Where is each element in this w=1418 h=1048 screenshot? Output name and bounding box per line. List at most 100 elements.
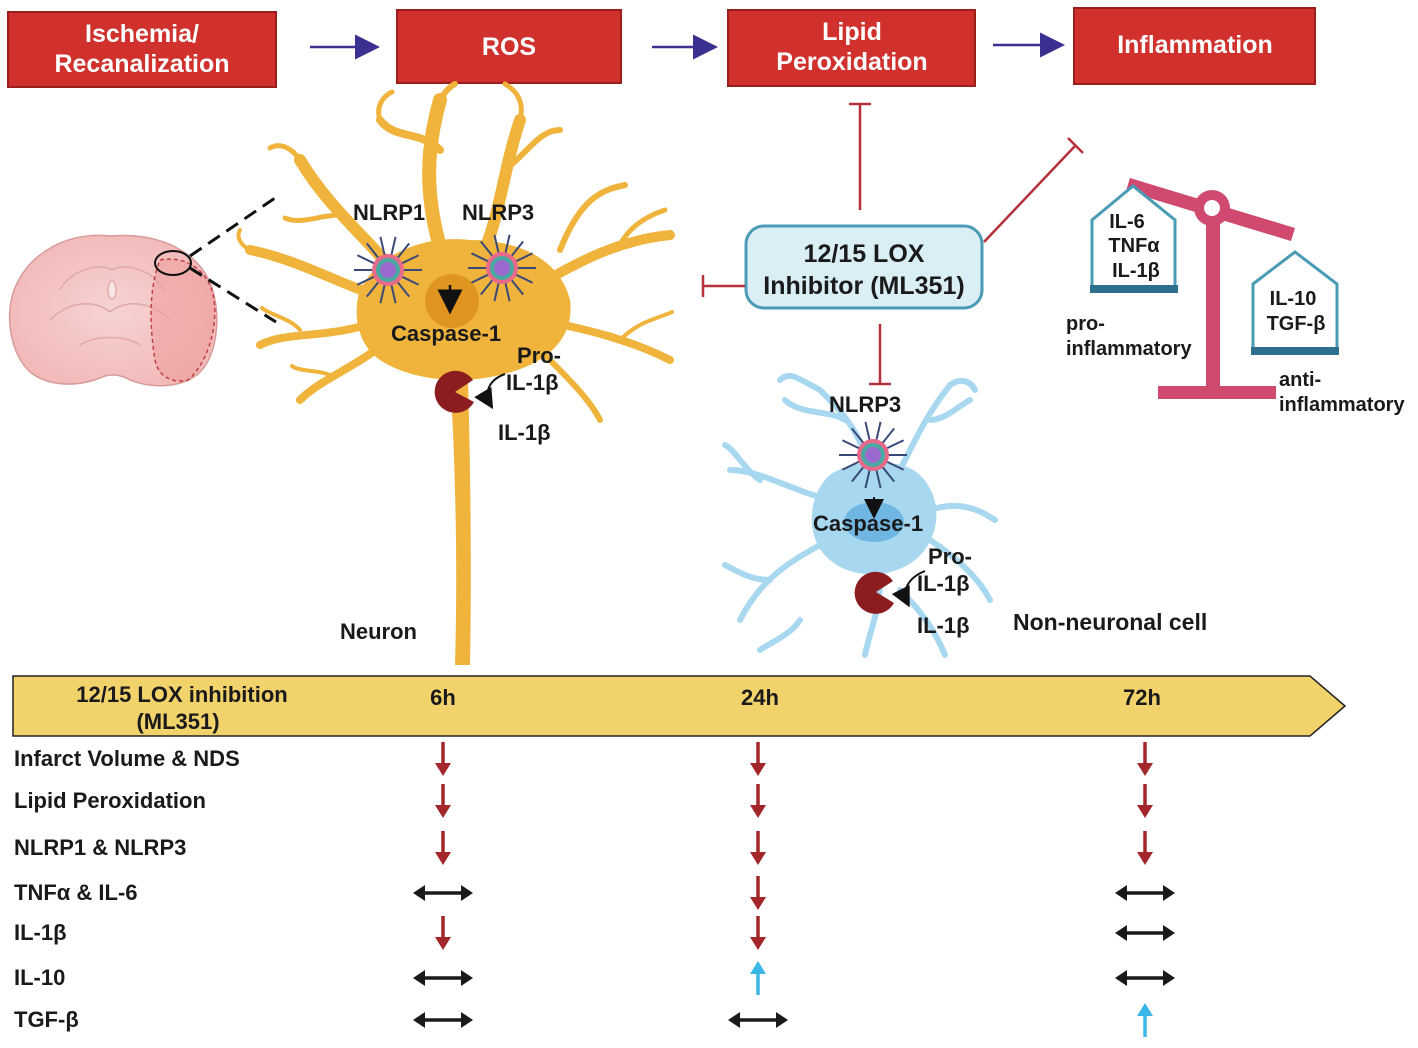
effect-down-arrow-icon: [1137, 784, 1153, 818]
inhibitor-label-line2: Inhibitor (ML351): [763, 272, 964, 300]
non-neuronal-label: Non-neuronal cell: [1013, 609, 1207, 635]
timeline-row: IL-10: [14, 961, 1175, 995]
effect-no-change-arrow-icon: [1115, 885, 1175, 901]
timeline-banner-label: (ML351): [136, 709, 219, 734]
nlrp3-inflammasome-icon: [468, 234, 536, 302]
effect-down-arrow-icon: [435, 784, 451, 818]
infarct-region: [150, 258, 216, 382]
timeline-row: TGF-β: [14, 1003, 1153, 1037]
timeline-row-label: IL-10: [14, 965, 65, 990]
effect-no-change-arrow-icon: [413, 1012, 473, 1028]
svg-text:ROS: ROS: [482, 33, 536, 61]
neuron-axon: [450, 380, 471, 665]
anti-inflammatory-label: inflammatory: [1279, 394, 1405, 416]
pro-inflammatory-weight: IL-6 TNFα IL-1β: [1090, 184, 1178, 293]
svg-text:Lipid: Lipid: [822, 18, 882, 46]
timeline-row-label: TGF-β: [14, 1007, 79, 1032]
effect-down-arrow-icon: [750, 742, 766, 776]
neuron-caspase-label: Caspase-1: [391, 321, 501, 346]
inhibitor: 12/15 LOX Inhibitor (ML351): [701, 102, 1084, 386]
nlrp3-inflammasome-icon: [839, 421, 907, 489]
timeline-row-label: IL-1β: [14, 920, 67, 945]
step-label: Lipid: [822, 18, 882, 46]
effect-up-arrow-icon: [1137, 1003, 1153, 1037]
caspase-pacman-icon: [434, 370, 474, 413]
non-neuronal-nlrp3-label: NLRP3: [829, 392, 901, 417]
anti-cytokine: TGF-β: [1267, 313, 1326, 335]
effect-down-arrow-icon: [435, 742, 451, 776]
effect-no-change-arrow-icon: [1115, 970, 1175, 986]
non-neuronal-il1b-label: IL-1β: [917, 613, 970, 638]
timeline-row-label: Lipid Peroxidation: [14, 788, 206, 813]
effect-no-change-arrow-icon: [413, 885, 473, 901]
step-label: Ischemia/: [85, 20, 199, 48]
step-label: Peroxidation: [776, 48, 927, 76]
timeline-row: TNFα & IL-6: [14, 876, 1175, 910]
effect-down-arrow-icon: [435, 831, 451, 865]
pro-cytokine: TNFα: [1108, 235, 1160, 257]
timeline-row-label: NLRP1 & NLRP3: [14, 835, 186, 860]
timeline-row-label: Infarct Volume & NDS: [14, 746, 240, 771]
timeline-banner-label: 12/15 LOX inhibition: [76, 682, 287, 707]
timeline-row: Infarct Volume & NDS: [14, 742, 1153, 776]
effect-no-change-arrow-icon: [1115, 925, 1175, 941]
effect-down-arrow-icon: [750, 916, 766, 950]
effect-no-change-arrow-icon: [413, 970, 473, 986]
neuron-label: Neuron: [340, 619, 417, 644]
neuron-il1b-label: IL-1β: [498, 420, 551, 445]
timeline-row: NLRP1 & NLRP3: [14, 831, 1153, 865]
timeline-banner: [12, 675, 1347, 737]
nlrp1-inflammasome-icon: [354, 236, 422, 304]
step-label: Inflammation: [1117, 31, 1273, 59]
neuron-cell: NLRP1 NLRP3 Caspase-1 Pro- IL-1β IL-1β N…: [236, 81, 675, 665]
timeline-row-label: TNFα & IL-6: [14, 880, 138, 905]
neuron-nlrp1-label: NLRP1: [353, 200, 425, 225]
effect-no-change-arrow-icon: [728, 1012, 788, 1028]
cytokine-balance: IL-6 TNFα IL-1β IL-10 TGF-β pro- inflamm…: [1066, 178, 1405, 416]
caspase-pacman-icon: [854, 571, 894, 614]
zoom-region-marker: [154, 250, 192, 276]
inhibitor-label-line1: 12/15 LOX: [804, 240, 925, 268]
step-label: ROS: [482, 33, 536, 61]
effect-up-arrow-icon: [750, 961, 766, 995]
non-neuronal-caspase-label: Caspase-1: [813, 511, 923, 536]
effect-down-arrow-icon: [1137, 742, 1153, 776]
inhibitor-box: [744, 224, 984, 310]
pathway-step-inflammation: Inflammation: [1073, 7, 1316, 85]
neuron-nlrp3-label: NLRP3: [462, 200, 534, 225]
effect-down-arrow-icon: [1137, 831, 1153, 865]
pro-inflammatory-label: pro-: [1066, 313, 1105, 335]
pathway-step-ischemia: Ischemia/ Recanalization: [7, 11, 277, 88]
pathway-step-lipid-peroxidation: Lipid Peroxidation: [727, 9, 976, 87]
svg-text:Ischemia/: Ischemia/: [85, 20, 199, 48]
non-neuronal-pro-il-label: IL-1β: [917, 571, 970, 596]
timepoint-6h: 6h: [430, 685, 456, 710]
pathway: Ischemia/ Recanalization ROS Lipid Perox…: [7, 7, 1316, 88]
non-neuronal-cell: NLRP3 Caspase-1 Pro- IL-1β IL-1β Non-neu…: [722, 372, 1207, 658]
effect-down-arrow-icon: [750, 876, 766, 910]
pro-inflammatory-label: inflammatory: [1066, 338, 1192, 360]
anti-cytokine: IL-10: [1270, 288, 1317, 310]
timepoint-24h: 24h: [741, 685, 779, 710]
anti-inflammatory-weight: IL-10 TGF-β: [1251, 250, 1339, 355]
pathway-step-ros: ROS: [396, 9, 622, 84]
timeline: 12/15 LOX inhibition (ML351) 6h 24h 72h …: [12, 675, 1347, 1037]
anti-inflammatory-label: anti-: [1279, 369, 1321, 391]
svg-text:Inflammation: Inflammation: [1117, 31, 1273, 59]
pro-cytokine: IL-1β: [1112, 260, 1160, 282]
effect-down-arrow-icon: [750, 784, 766, 818]
timeline-row: IL-1β: [14, 916, 1175, 950]
neuron-pro-label: Pro-: [517, 343, 561, 368]
effect-down-arrow-icon: [750, 831, 766, 865]
timepoint-72h: 72h: [1123, 685, 1161, 710]
pro-cytokine: IL-6: [1109, 211, 1145, 233]
effect-down-arrow-icon: [435, 916, 451, 950]
svg-text:Peroxidation: Peroxidation: [776, 48, 927, 76]
brain-section: [8, 194, 279, 387]
neuron-pro-il-label: IL-1β: [506, 370, 559, 395]
timeline-row: Lipid Peroxidation: [14, 784, 1153, 818]
neuron-nucleus: [425, 274, 479, 328]
svg-text:Recanalization: Recanalization: [54, 50, 229, 78]
non-neuronal-pro-label: Pro-: [928, 544, 972, 569]
